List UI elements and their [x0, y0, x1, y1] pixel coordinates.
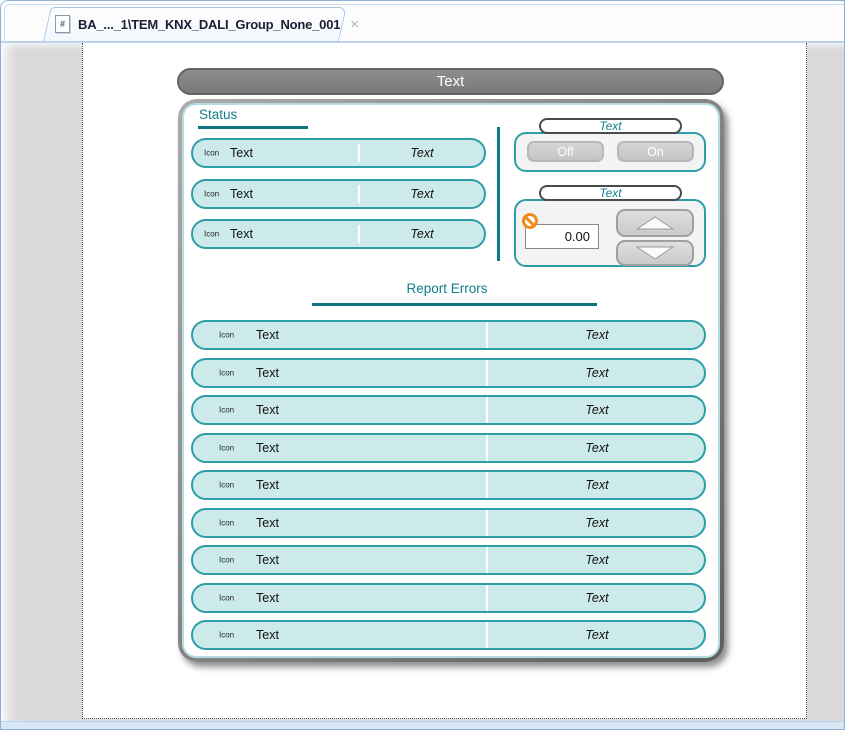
row-icon: Icon — [204, 230, 219, 239]
row-value: Text — [358, 227, 486, 241]
row-label: Text — [256, 516, 279, 530]
row-label: Text — [256, 553, 279, 567]
off-button[interactable]: Off — [527, 141, 604, 162]
row-label: Text — [230, 146, 253, 160]
window-bottom-frame — [1, 721, 844, 729]
row-label: Text — [230, 187, 253, 201]
row-icon: Icon — [219, 406, 234, 415]
row-value: Text — [488, 628, 706, 642]
close-icon[interactable]: × — [350, 17, 359, 32]
report-row[interactable]: Icon Text Text — [191, 395, 706, 425]
tab-bar: # BA_..._1\TEM_KNX_DALI_Group_None_001 × — [1, 1, 844, 43]
value-input[interactable] — [525, 224, 599, 249]
switch-group-label-text: Text — [599, 119, 621, 133]
row-icon: Icon — [219, 556, 234, 565]
row-icon: Icon — [219, 368, 234, 377]
main-panel: Status Icon Text Text Icon Text Text — [178, 99, 724, 662]
row-label: Text — [256, 628, 279, 642]
report-row[interactable]: Icon Text Text — [191, 508, 706, 538]
row-icon: Icon — [204, 189, 219, 198]
status-heading-underline — [198, 126, 308, 129]
down-arrow-icon — [634, 245, 676, 261]
increment-button[interactable] — [616, 209, 694, 237]
row-value: Text — [488, 441, 706, 455]
document-icon: # — [55, 15, 70, 33]
row-icon: Icon — [219, 331, 234, 340]
row-value: Text — [488, 516, 706, 530]
row-value: Text — [488, 328, 706, 342]
row-icon: Icon — [219, 481, 234, 490]
status-row[interactable]: Icon Text Text — [191, 138, 486, 168]
canvas-workspace: Text Status Icon Text Text Icon Text — [1, 43, 844, 721]
template-header-label: Text — [437, 73, 465, 90]
row-icon: Icon — [219, 518, 234, 527]
row-value: Text — [488, 591, 706, 605]
row-icon: Icon — [219, 593, 234, 602]
row-value: Text — [488, 478, 706, 492]
row-icon: Icon — [219, 631, 234, 640]
report-errors-underline — [312, 303, 597, 306]
report-row[interactable]: Icon Text Text — [191, 545, 706, 575]
row-label: Text — [256, 591, 279, 605]
row-value: Text — [358, 187, 486, 201]
on-button[interactable]: On — [617, 141, 694, 162]
row-value: Text — [358, 146, 486, 160]
report-row[interactable]: Icon Text Text — [191, 433, 706, 463]
status-row[interactable]: Icon Text Text — [191, 219, 486, 249]
status-row[interactable]: Icon Text Text — [191, 179, 486, 209]
row-label: Text — [256, 478, 279, 492]
no-entry-icon — [522, 213, 538, 229]
document-tab[interactable]: # BA_..._1\TEM_KNX_DALI_Group_None_001 × — [43, 7, 339, 41]
report-row[interactable]: Icon Text Text — [191, 320, 706, 350]
up-arrow-icon — [634, 215, 676, 231]
spinner-group-label: Text — [539, 185, 682, 201]
template-header: Text — [177, 68, 724, 95]
row-label: Text — [230, 227, 253, 241]
report-row[interactable]: Icon Text Text — [191, 358, 706, 388]
switch-group-label: Text — [539, 118, 682, 134]
decrement-button[interactable] — [616, 240, 694, 266]
row-icon: Icon — [204, 149, 219, 158]
status-row-list: Icon Text Text Icon Text Text Icon Text — [191, 138, 486, 249]
row-label: Text — [256, 441, 279, 455]
spinner-group-label-text: Text — [599, 186, 621, 200]
row-label: Text — [256, 328, 279, 342]
row-label: Text — [256, 403, 279, 417]
report-row[interactable]: Icon Text Text — [191, 620, 706, 650]
report-row[interactable]: Icon Text Text — [191, 470, 706, 500]
row-value: Text — [488, 553, 706, 567]
report-errors-heading: Report Errors — [178, 281, 716, 296]
row-value: Text — [488, 366, 706, 380]
row-label: Text — [256, 366, 279, 380]
report-row[interactable]: Icon Text Text — [191, 583, 706, 613]
design-page: Text Status Icon Text Text Icon Text — [82, 43, 807, 719]
section-divider — [497, 127, 500, 261]
tab-title: BA_..._1\TEM_KNX_DALI_Group_None_001 — [78, 17, 340, 32]
row-icon: Icon — [219, 443, 234, 452]
row-value: Text — [488, 403, 706, 417]
report-error-list: Icon Text Text Icon Text Text Icon Text — [191, 320, 706, 650]
status-heading: Status — [199, 107, 237, 122]
